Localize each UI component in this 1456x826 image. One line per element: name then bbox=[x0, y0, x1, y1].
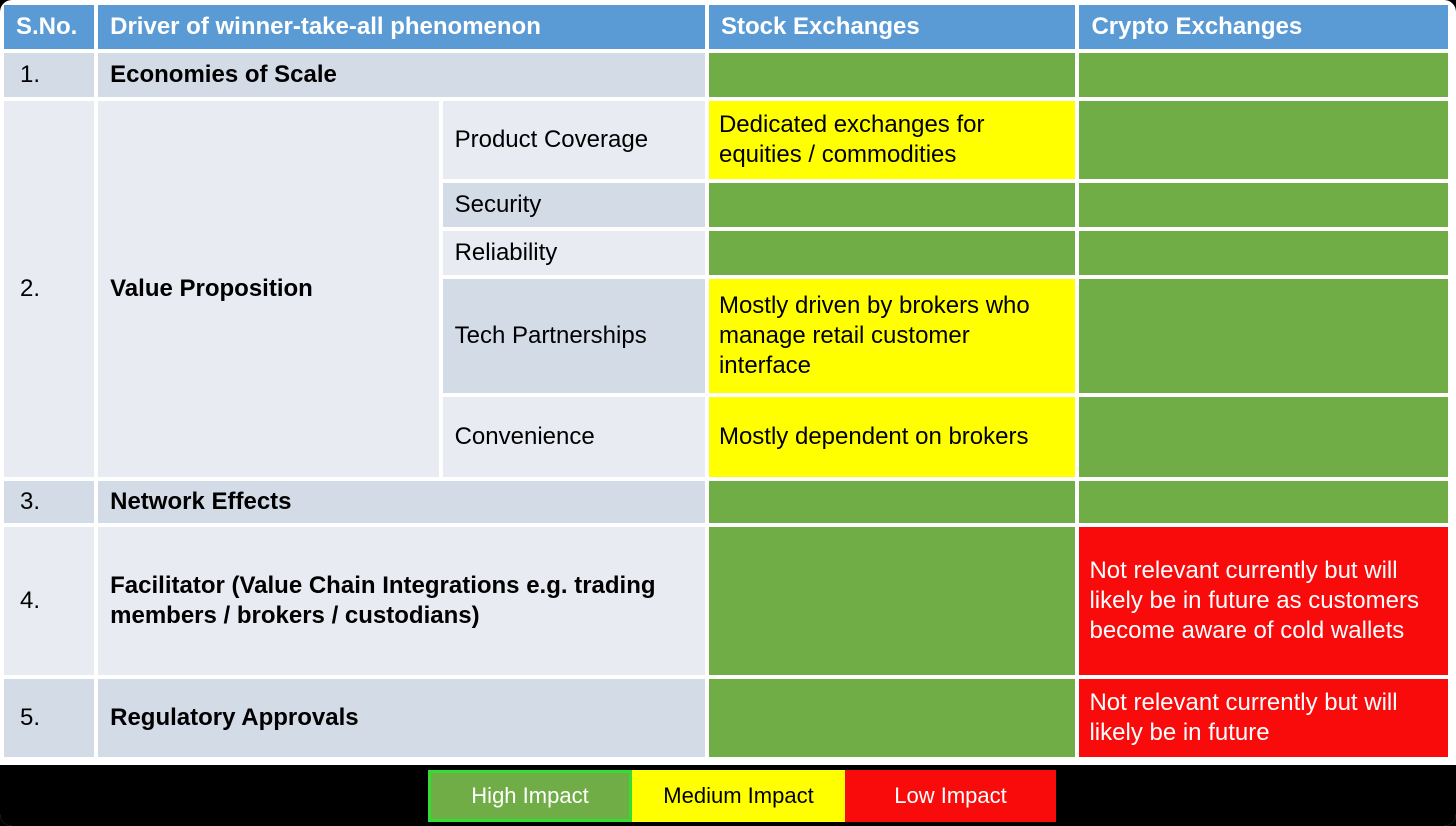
impact-cell-stock-medium: Dedicated exchanges for equities / commo… bbox=[708, 101, 1076, 179]
impact-cell-crypto-high bbox=[1079, 183, 1448, 227]
header-driver: Driver of winner-take-all phenomenon bbox=[98, 5, 705, 49]
driver-value-proposition: Value Proposition bbox=[98, 101, 439, 477]
legend-high-impact-label: High Impact bbox=[471, 782, 589, 808]
legend-low-impact-label: Low Impact bbox=[894, 782, 1007, 808]
impact-cell-stock-high bbox=[708, 527, 1076, 675]
driver-regulatory-approvals: Regulatory Approvals bbox=[98, 679, 705, 757]
impact-cell-crypto-low: Not relevant currently but will likely b… bbox=[1079, 527, 1448, 675]
legend-medium-impact: Medium Impact bbox=[632, 769, 845, 822]
row-product-coverage: 2. Value Proposition Product Coverage De… bbox=[4, 101, 1448, 477]
impact-cell-crypto-high bbox=[1079, 101, 1448, 179]
row-reliability: Reliability bbox=[4, 231, 1448, 275]
legend-medium-impact-label: Medium Impact bbox=[663, 782, 814, 808]
sno-cell: 3. bbox=[4, 481, 95, 523]
row-economies-of-scale: 1. Economies of Scale bbox=[4, 53, 1448, 97]
sno-cell: 5. bbox=[4, 679, 95, 757]
sno-cell: 2. bbox=[4, 101, 95, 477]
header-crypto-exchanges: Crypto Exchanges bbox=[1079, 5, 1448, 49]
driver-facilitator: Facilitator (Value Chain Integrations e.… bbox=[98, 527, 705, 675]
comparison-table-wrap: S.No. Driver of winner-take-all phenomen… bbox=[0, 1, 1452, 761]
impact-cell-stock-high bbox=[708, 481, 1076, 523]
impact-cell-stock-medium: Mostly driven by brokers who manage reta… bbox=[708, 279, 1076, 393]
legend-low-impact: Low Impact bbox=[845, 769, 1056, 822]
sub-driver-tech-partnerships: Tech Partnerships bbox=[442, 279, 705, 393]
row-regulatory-approvals: 5. Regulatory Approvals Not relevant cur… bbox=[4, 679, 1448, 757]
sub-driver-reliability: Reliability bbox=[442, 231, 705, 275]
impact-cell-crypto-high bbox=[1079, 481, 1448, 523]
winner-take-all-table: S.No. Driver of winner-take-all phenomen… bbox=[0, 1, 1452, 761]
sub-driver-product-coverage: Product Coverage bbox=[442, 101, 705, 179]
impact-cell-stock-high bbox=[708, 679, 1076, 757]
impact-cell-crypto-low: Not relevant currently but will likely b… bbox=[1079, 679, 1448, 757]
driver-economies-of-scale: Economies of Scale bbox=[98, 53, 705, 97]
sub-driver-security: Security bbox=[442, 183, 705, 227]
impact-cell-crypto-high bbox=[1079, 53, 1448, 97]
row-network-effects: 3. Network Effects bbox=[4, 481, 1448, 523]
row-facilitator: 4. Facilitator (Value Chain Integrations… bbox=[4, 527, 1448, 675]
legend-strip: High Impact Medium Impact Low Impact bbox=[0, 765, 1456, 826]
impact-cell-stock-high bbox=[708, 231, 1076, 275]
impact-legend: High Impact Medium Impact Low Impact bbox=[428, 769, 1056, 822]
driver-network-effects: Network Effects bbox=[98, 481, 705, 523]
legend-high-impact: High Impact bbox=[428, 769, 632, 822]
impact-cell-stock-high bbox=[708, 53, 1076, 97]
header-sno: S.No. bbox=[4, 5, 95, 49]
header-stock-exchanges: Stock Exchanges bbox=[708, 5, 1076, 49]
row-security: Security bbox=[4, 183, 1448, 227]
row-tech-partnerships: Tech Partnerships Mostly driven by broke… bbox=[4, 279, 1448, 393]
sno-cell: 4. bbox=[4, 527, 95, 675]
impact-cell-crypto-high bbox=[1079, 279, 1448, 393]
impact-cell-stock-high bbox=[708, 183, 1076, 227]
sno-cell: 1. bbox=[4, 53, 95, 97]
impact-cell-crypto-high bbox=[1079, 231, 1448, 275]
sub-driver-convenience: Convenience bbox=[442, 397, 705, 477]
row-convenience: Convenience Mostly dependent on brokers bbox=[4, 397, 1448, 477]
header-row: S.No. Driver of winner-take-all phenomen… bbox=[4, 5, 1448, 49]
impact-cell-crypto-high bbox=[1079, 397, 1448, 477]
impact-cell-stock-medium: Mostly dependent on brokers bbox=[708, 397, 1076, 477]
